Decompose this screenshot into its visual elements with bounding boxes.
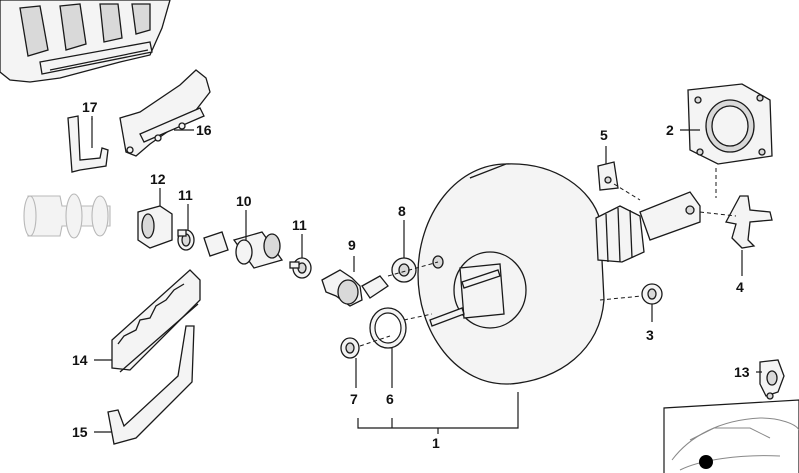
label-part-2: 2 <box>666 122 674 138</box>
label-part-7: 7 <box>350 391 358 407</box>
brake-booster <box>417 163 701 385</box>
part-8-grommet <box>391 257 417 283</box>
part-3-nut <box>641 283 663 305</box>
part-labels: 1 2 3 4 5 6 7 8 9 10 11 11 12 13 14 15 1… <box>72 99 750 451</box>
part-7-nut <box>340 337 360 359</box>
location-marker <box>699 455 713 469</box>
label-part-15: 15 <box>72 424 88 440</box>
label-part-12: 12 <box>150 171 166 187</box>
part-2-gasket <box>687 83 773 165</box>
label-part-6: 6 <box>386 391 394 407</box>
label-part-11-right: 11 <box>292 217 307 233</box>
label-part-14: 14 <box>72 352 88 368</box>
hose-connector <box>203 231 229 257</box>
label-part-8: 8 <box>398 203 406 219</box>
part-13-clip <box>759 359 785 400</box>
part-11-clamp-right <box>289 257 312 279</box>
label-part-13: 13 <box>734 364 750 380</box>
part-4-link <box>725 195 773 249</box>
ghost-hose <box>23 193 111 239</box>
label-part-17: 17 <box>82 99 98 115</box>
part-17-bracket <box>67 115 109 173</box>
car-location-inset <box>663 399 799 473</box>
label-part-3: 3 <box>646 327 654 343</box>
part-6-oring <box>369 307 407 349</box>
part-15-bracket <box>107 325 195 445</box>
label-part-9: 9 <box>348 237 356 253</box>
label-part-5: 5 <box>600 127 608 143</box>
assembly-lines <box>111 168 737 368</box>
part-11-clamp-left <box>177 229 195 251</box>
part-12-grommet <box>137 205 173 249</box>
part-14-bracket <box>111 269 201 373</box>
part-10-hose <box>232 231 284 269</box>
leader-lines <box>91 116 762 434</box>
label-part-10: 10 <box>236 193 252 209</box>
intake-manifold <box>0 0 171 83</box>
label-part-11-left: 11 <box>178 187 193 203</box>
label-part-16: 16 <box>196 122 212 138</box>
part-5-clip <box>597 161 619 191</box>
label-part-4: 4 <box>736 279 744 295</box>
part-16-bracket <box>119 69 211 157</box>
label-part-1: 1 <box>432 435 440 451</box>
part-9-check-valve <box>321 269 389 307</box>
